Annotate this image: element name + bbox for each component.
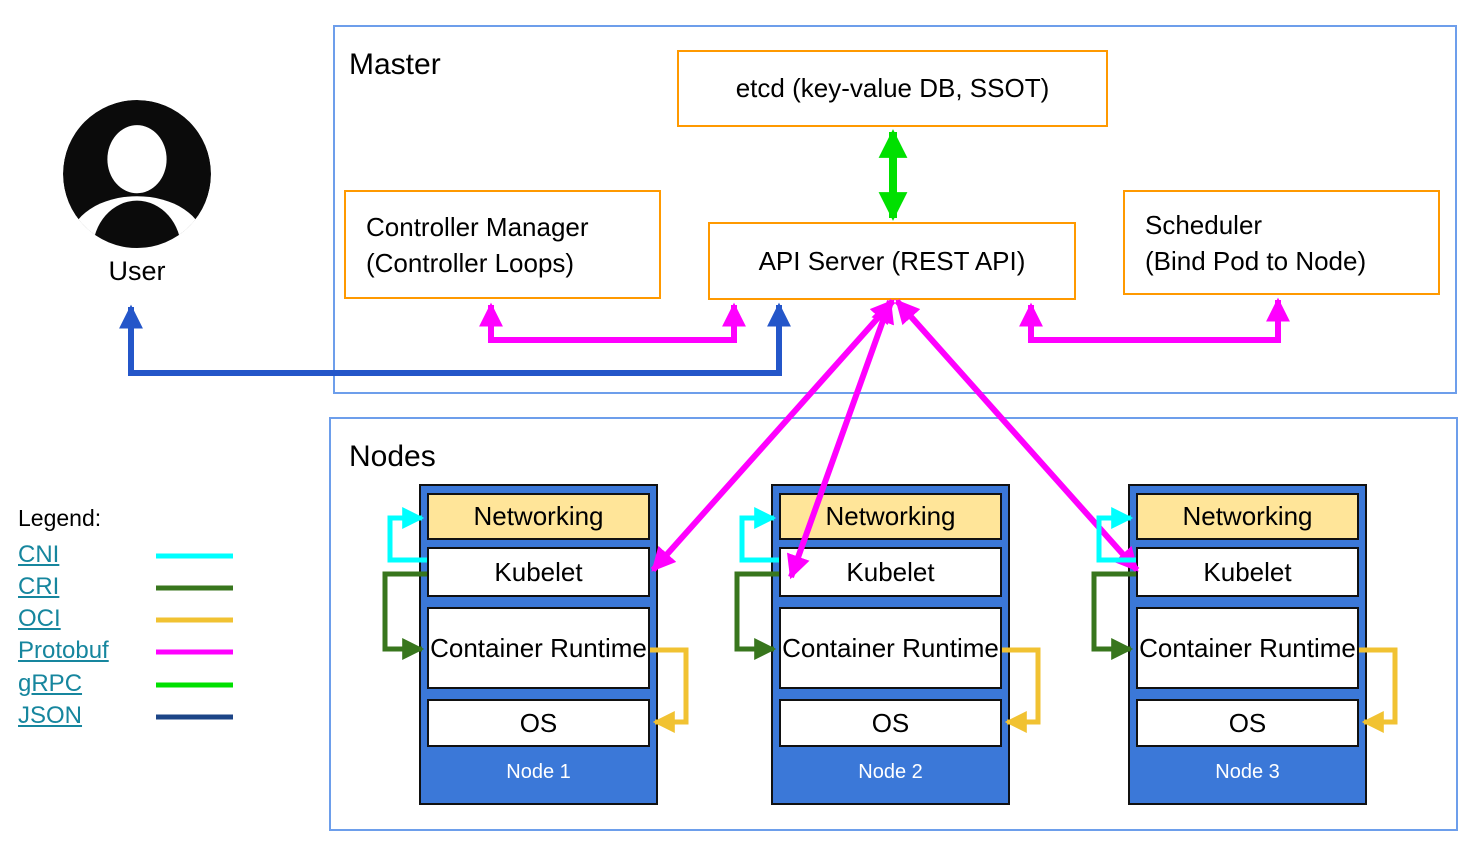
etcd-box: etcd (key-value DB, SSOT)	[677, 50, 1108, 127]
legend-row-oci: OCI	[18, 605, 258, 637]
node-3: Networking Kubelet Container Runtime OS …	[1128, 484, 1367, 805]
node-1: Networking Kubelet Container Runtime OS …	[419, 484, 658, 805]
legend-link-oci[interactable]: OCI	[18, 605, 61, 632]
node-2-networking-box: Networking	[779, 493, 1002, 540]
etcd-label: etcd (key-value DB, SSOT)	[735, 73, 1050, 103]
node-1-kubelet-box: Kubelet	[427, 547, 650, 597]
node-1-os-box: OS	[427, 699, 650, 747]
legend-heading: Legend:	[18, 505, 102, 531]
node-3-container-runtime-box: Container Runtime	[1136, 607, 1359, 689]
legend-link-cni[interactable]: CNI	[18, 541, 60, 568]
controller-manager-label-line1: Controller Manager	[366, 211, 589, 242]
cri-legend-arrow-icon	[156, 585, 233, 591]
node-1-container-runtime-box: Container Runtime	[427, 607, 650, 689]
api-server-label: API Server (REST API)	[758, 245, 1026, 276]
controller-manager-label-line2: (Controller Loops)	[366, 247, 575, 278]
protobuf-legend-arrow-icon	[156, 649, 233, 655]
oci-legend-arrow-icon	[156, 617, 233, 623]
node-3-title: Node 3	[1215, 761, 1280, 783]
node-2-title: Node 2	[858, 761, 923, 783]
legend-row-protobuf: Protobuf	[18, 637, 258, 669]
api-server-box: API Server (REST API)	[708, 222, 1076, 300]
scheduler-label-line1: Scheduler	[1145, 209, 1263, 240]
legend-link-grpc[interactable]: gRPC	[18, 670, 83, 697]
legend-link-json[interactable]: JSON	[18, 702, 83, 729]
node-2: Networking Kubelet Container Runtime OS …	[771, 484, 1010, 805]
user-icon	[63, 100, 211, 248]
legend-row-cni: CNI	[18, 541, 258, 573]
scheduler-box: Scheduler (Bind Pod to Node)	[1123, 190, 1440, 295]
legend-link-protobuf[interactable]: Protobuf	[18, 637, 109, 664]
cni-legend-arrow-icon	[156, 553, 233, 559]
node-2-container-runtime-box: Container Runtime	[779, 607, 1002, 689]
legend-row-grpc: gRPC	[18, 670, 258, 702]
legend-link-cri[interactable]: CRI	[18, 573, 60, 600]
node-2-os-box: OS	[779, 699, 1002, 747]
user-label: User	[108, 256, 166, 286]
node-1-networking-box: Networking	[427, 493, 650, 540]
legend-row-cri: CRI	[18, 573, 258, 605]
node-3-os-box: OS	[1136, 699, 1359, 747]
node-3-networking-box: Networking	[1136, 493, 1359, 540]
legend-row-json: JSON	[18, 702, 258, 734]
node-1-title: Node 1	[506, 761, 571, 783]
master-section-label: Master	[349, 48, 441, 81]
json-legend-arrow-icon	[156, 714, 233, 720]
nodes-section-label: Nodes	[349, 440, 436, 473]
controller-manager-box: Controller Manager (Controller Loops)	[344, 190, 661, 299]
node-2-kubelet-box: Kubelet	[779, 547, 1002, 597]
node-3-kubelet-box: Kubelet	[1136, 547, 1359, 597]
scheduler-label-line2: (Bind Pod to Node)	[1145, 245, 1367, 276]
grpc-legend-arrow-icon	[156, 682, 233, 688]
